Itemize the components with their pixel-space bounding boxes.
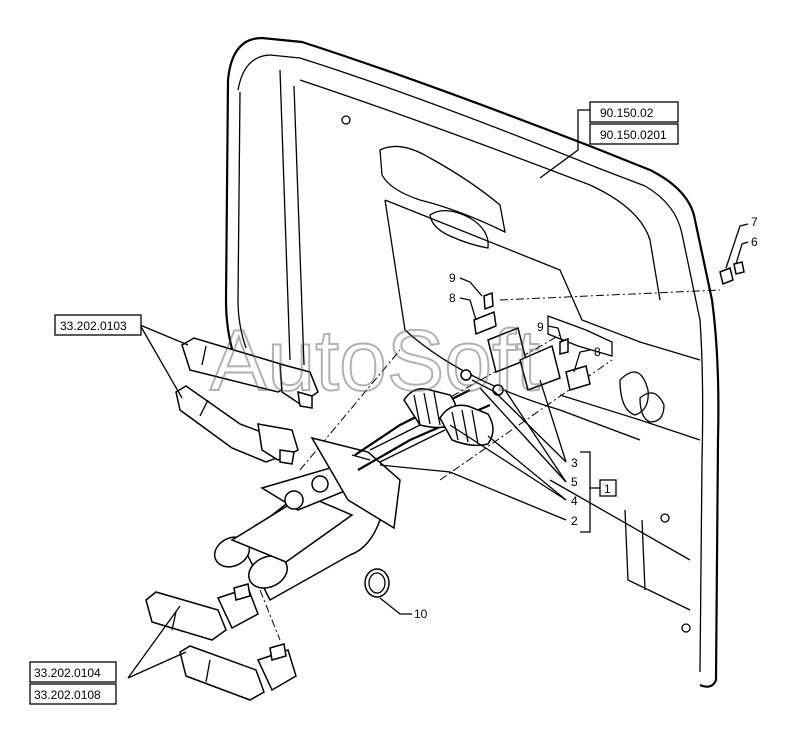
svg-text:33.202.0108: 33.202.0108 (34, 688, 101, 702)
callout-6: 6 (751, 235, 758, 249)
callout-8-right: 8 (594, 345, 601, 359)
valve-block (213, 436, 401, 602)
callout-3: 3 (571, 456, 578, 470)
callout-9-right: 9 (537, 320, 544, 334)
callout-5: 5 (571, 475, 578, 489)
ref-box-33-202-0108[interactable]: 33.202.0108 (29, 683, 117, 705)
callout-10: 10 (414, 607, 428, 621)
callout-2: 2 (571, 514, 578, 528)
svg-text:1: 1 (604, 482, 611, 496)
svg-text:33.202.0104: 33.202.0104 (34, 666, 101, 680)
ref-box-90-150-02[interactable]: 90.150.02 (589, 101, 679, 123)
svg-text:33.202.0103: 33.202.0103 (60, 319, 127, 333)
svg-text:90.150.02: 90.150.02 (600, 106, 654, 120)
group-box-1[interactable]: 1 (599, 479, 617, 497)
watermark: AutoSoft (210, 313, 540, 409)
callout-7: 7 (751, 215, 758, 229)
control-cables (354, 261, 745, 471)
callout-4: 4 (571, 494, 578, 508)
ref-box-33-202-0104[interactable]: 33.202.0104 (29, 661, 117, 683)
mounting-panel (224, 36, 720, 688)
callout-8-left: 8 (449, 291, 456, 305)
ref-box-90-150-0201[interactable]: 90.150.0201 (589, 123, 679, 145)
svg-text:90.150.0201: 90.150.0201 (600, 128, 667, 142)
leader-lines (127, 109, 749, 679)
hydraulic-hoses (145, 337, 319, 701)
o-ring (364, 568, 390, 598)
callout-9-left: 9 (449, 271, 456, 285)
ref-box-33-202-0103[interactable]: 33.202.0103 (54, 314, 142, 336)
